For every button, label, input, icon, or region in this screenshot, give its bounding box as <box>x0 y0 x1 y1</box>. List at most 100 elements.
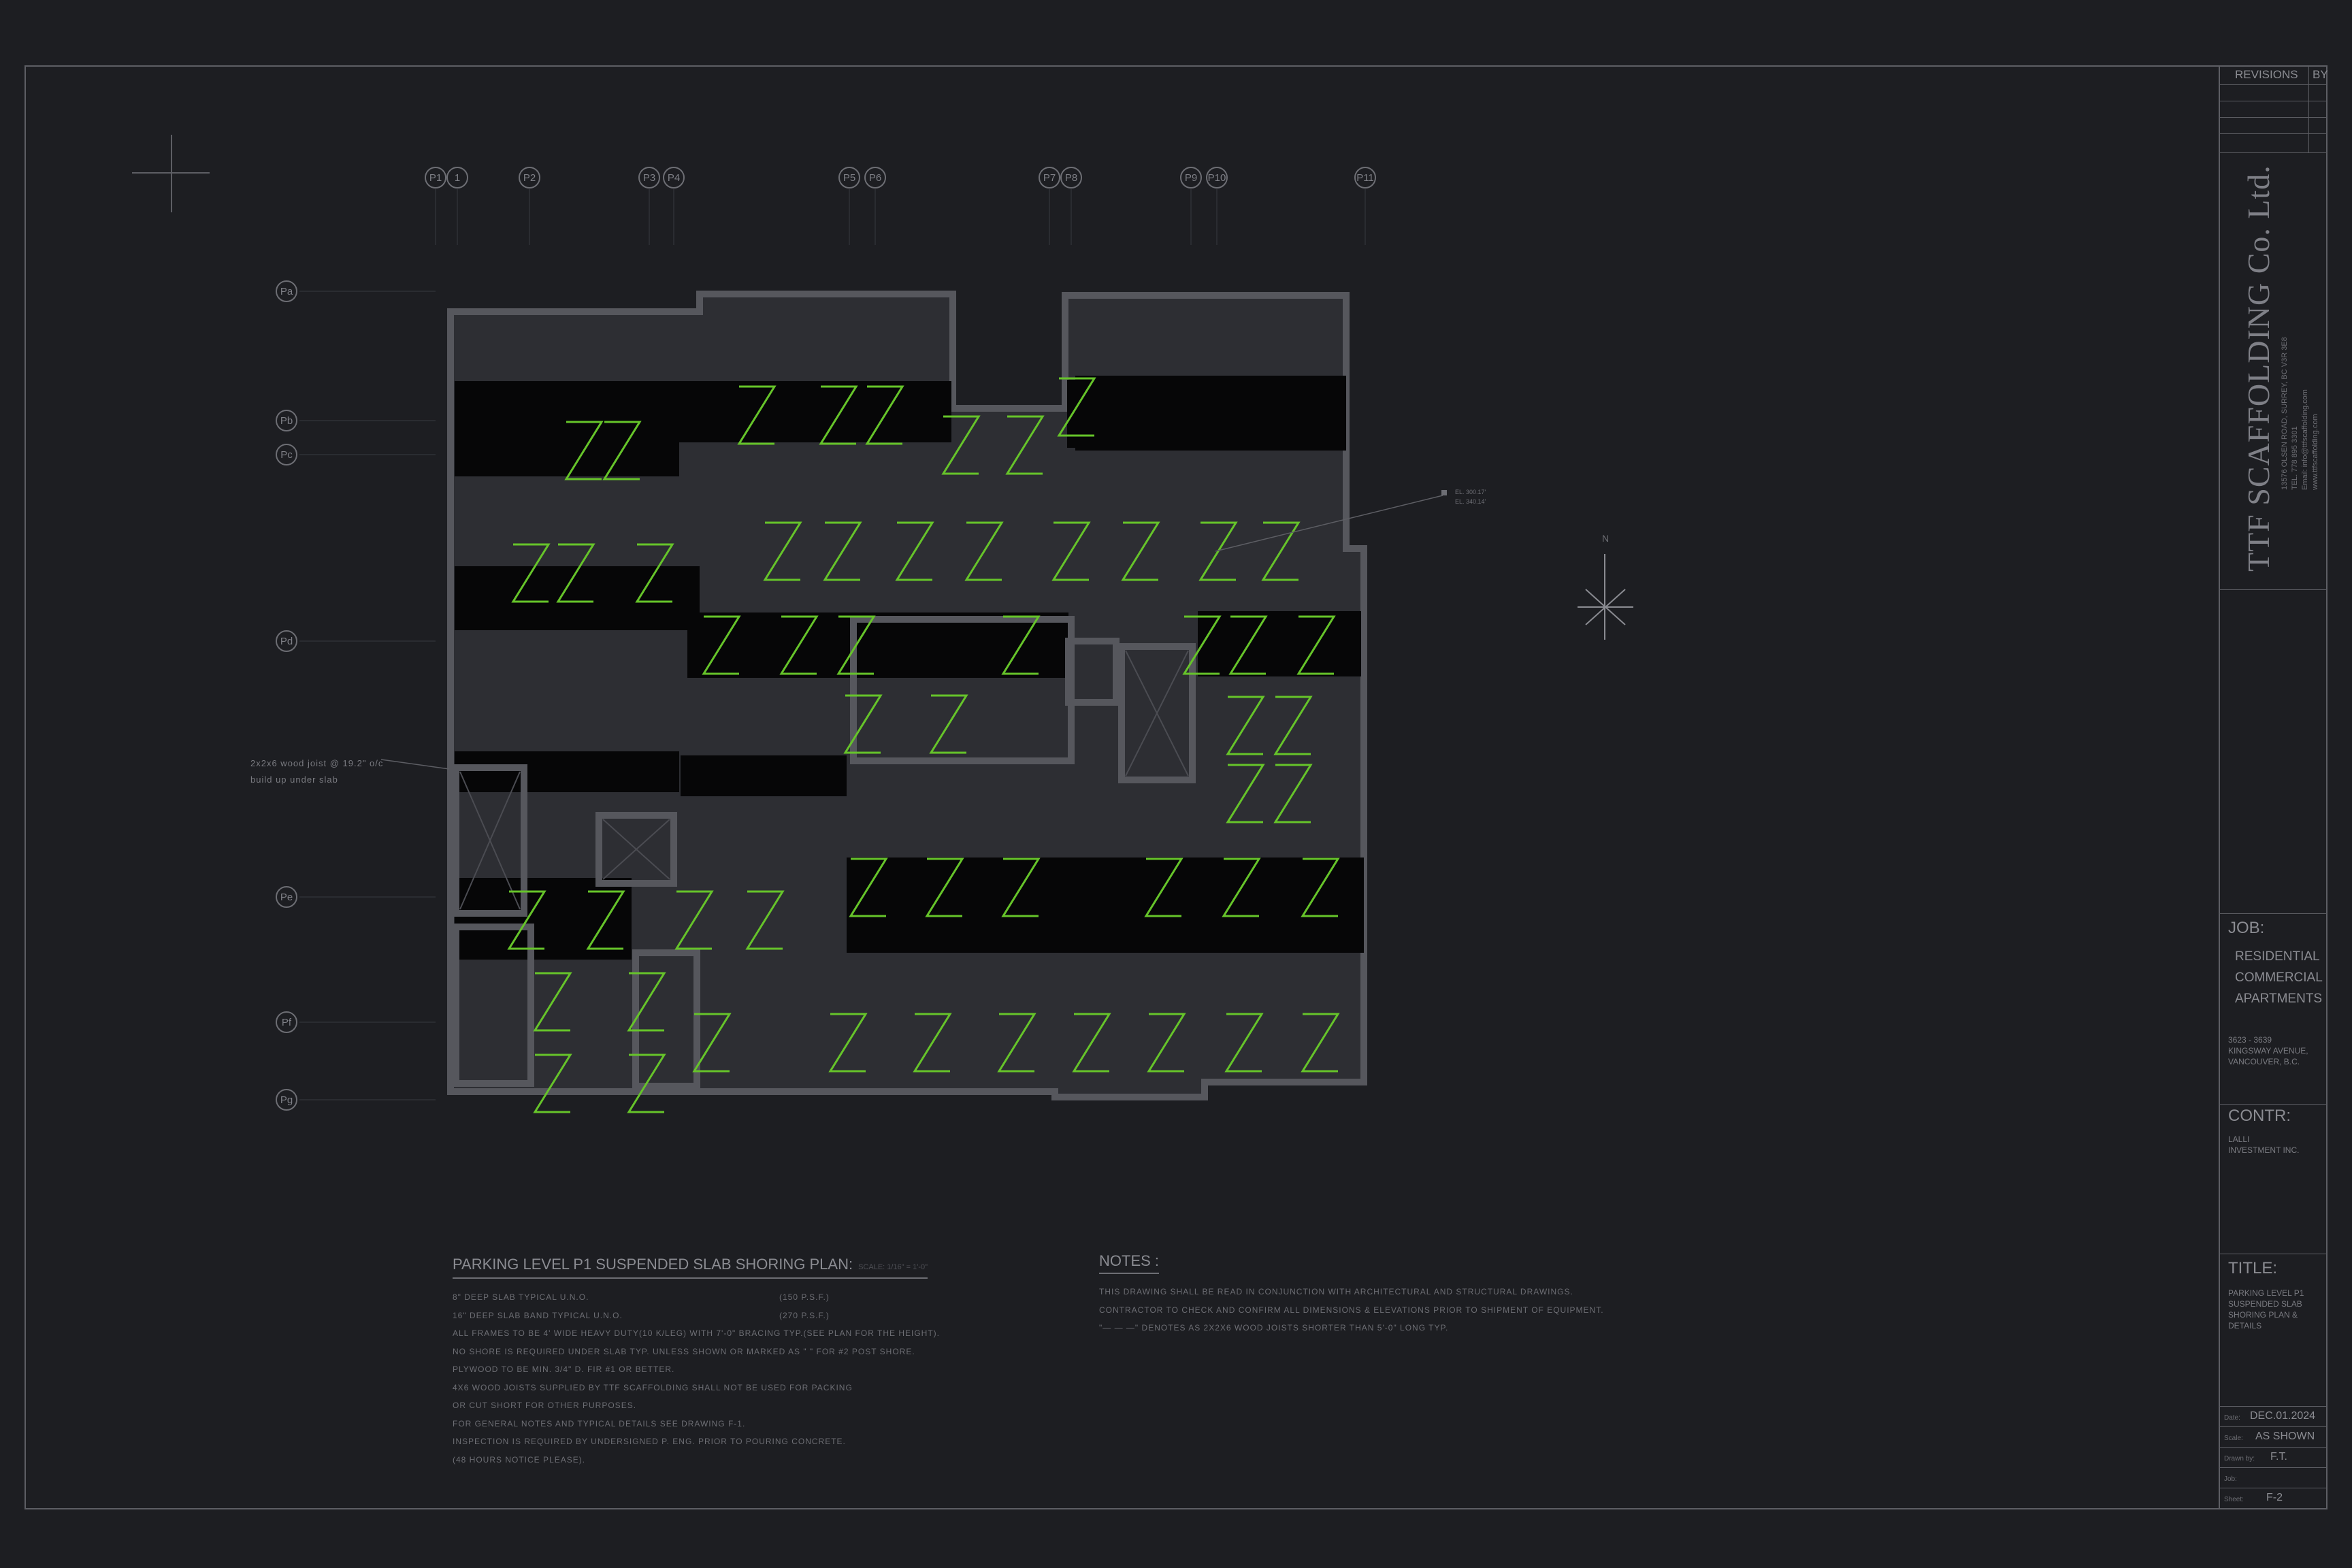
plan-scale: SCALE: 1/16" = 1'-0" <box>858 1263 928 1271</box>
note-value: (150 P.S.F.) <box>779 1292 830 1302</box>
slab-band <box>455 751 679 792</box>
shoring-z <box>1301 858 1340 917</box>
shoring-z <box>1182 615 1222 675</box>
note-line: "— — —" DENOTES AS 2X2X6 WOOD JOISTS SHO… <box>1099 1323 1449 1333</box>
grid-bubble-row <box>276 886 297 908</box>
tb-divider <box>2220 1467 2328 1468</box>
tb-divider <box>2220 913 2328 914</box>
grid-label: Pc <box>280 449 293 461</box>
shoring-z <box>1121 521 1160 581</box>
grid-label: Pb <box>280 415 293 427</box>
shoring-z <box>849 858 888 917</box>
site-line: VANCOUVER, B.C. <box>2228 1057 2300 1066</box>
grid-label: P1 <box>429 172 442 184</box>
site-address: 3623 - 3639 KINGSWAY AVENUE, VANCOUVER, … <box>2228 1034 2308 1067</box>
note-text: (48 HOURS NOTICE PLEASE). <box>453 1454 586 1465</box>
grid-label: Pa <box>280 286 293 297</box>
contr-label: CONTR: <box>2228 1107 2291 1125</box>
note-line: 4X6 WOOD JOISTS SUPPLIED BY TTF SCAFFOLD… <box>453 1379 940 1397</box>
notes-heading: NOTES : <box>1099 1252 1160 1274</box>
grid-bubble-col <box>663 167 685 189</box>
job-no-label: Job: <box>2224 1475 2237 1483</box>
shoring-z <box>913 1013 952 1073</box>
north-label: N <box>1602 533 1609 544</box>
elevation-text: EL. 300.17' <box>1455 489 1486 495</box>
sheet-title: PARKING LEVEL P1 SUSPENDED SLAB SHORING … <box>2228 1288 2304 1331</box>
note-text: 4X6 WOOD JOISTS SUPPLIED BY TTF SCAFFOLD… <box>453 1382 853 1392</box>
note-line: ALL FRAMES TO BE 4' WIDE HEAVY DUTY(10 K… <box>453 1324 940 1343</box>
shoring-z <box>823 521 862 581</box>
shoring-z <box>1001 858 1041 917</box>
grid-label: P8 <box>1065 172 1077 184</box>
contractor: LALLI INVESTMENT INC. <box>2228 1134 2299 1156</box>
note-line: INSPECTION IS REQUIRED BY UNDERSIGNED P.… <box>453 1433 940 1451</box>
grid-label: P6 <box>869 172 881 184</box>
joist-annotation: 2x2x6 wood joist @ 19.2" o/c build up un… <box>250 755 383 788</box>
note-line: CONTRACTOR TO CHECK AND CONFIRM ALL DIME… <box>1099 1305 1604 1315</box>
title-line: DETAILS <box>2228 1321 2262 1330</box>
shoring-z <box>1273 764 1313 823</box>
grid-bubble-row <box>276 1011 297 1033</box>
stair-shaft <box>453 764 527 917</box>
title-block: REVISIONS BY JOB: RESIDENTIAL COMMERCIAL… <box>2219 65 2328 1509</box>
shoring-z <box>737 385 777 445</box>
note-line: THIS DRAWING SHALL BE READ IN CONJUNCTIO… <box>1099 1287 1573 1296</box>
job-line: APARTMENTS <box>2235 992 2323 1006</box>
drawn-label: Drawn by: <box>2224 1455 2255 1463</box>
job-line: COMMERCIAL <box>2235 970 2323 985</box>
shoring-z <box>692 1013 732 1073</box>
grid-bubble-col <box>425 167 446 189</box>
grid-bubble-col <box>1180 167 1202 189</box>
shoring-z <box>1261 521 1301 581</box>
job-label: JOB: <box>2228 919 2265 937</box>
title-label: TITLE: <box>2228 1259 2278 1277</box>
annotation-line: build up under slab <box>250 774 338 785</box>
shoring-z <box>627 972 666 1032</box>
elevator-shaft <box>1118 643 1196 783</box>
shoring-z <box>1147 1013 1186 1073</box>
shoring-z <box>941 415 981 475</box>
grid-bubble-row <box>276 410 297 431</box>
note-value: (270 P.S.F.) <box>779 1310 830 1320</box>
shoring-z <box>1051 521 1091 581</box>
shoring-z <box>925 858 964 917</box>
elevation-text: EL. 340.14' <box>1455 498 1486 505</box>
shoring-z <box>929 694 968 754</box>
shoring-z <box>819 385 858 445</box>
shoring-z <box>602 421 642 480</box>
grid-bubble-col <box>1354 167 1376 189</box>
grid-label: P11 <box>1356 172 1374 184</box>
grid-label: P10 <box>1208 172 1226 184</box>
shoring-z <box>533 972 572 1032</box>
shoring-z <box>702 615 741 675</box>
elevator-shaft <box>595 812 677 887</box>
contr-line: INVESTMENT INC. <box>2228 1145 2300 1155</box>
site-line: KINGSWAY AVENUE, <box>2228 1046 2308 1056</box>
note-text: OR CUT SHORT FOR OTHER PURPOSES. <box>453 1401 637 1410</box>
note-text: INSPECTION IS REQUIRED BY UNDERSIGNED P.… <box>453 1437 846 1446</box>
note-text: ALL FRAMES TO BE 4' WIDE HEAVY DUTY(10 K… <box>453 1328 940 1338</box>
shoring-z <box>997 1013 1036 1073</box>
revisions-divider <box>2308 65 2309 152</box>
grid-label: P9 <box>1185 172 1197 184</box>
note-line: FOR GENERAL NOTES AND TYPICAL DETAILS SE… <box>453 1415 940 1433</box>
shoring-z <box>1226 764 1265 823</box>
notes: THIS DRAWING SHALL BE READ IN CONJUNCTIO… <box>1099 1283 1604 1337</box>
grid-bubble-row <box>276 280 297 302</box>
shoring-z <box>1072 1013 1111 1073</box>
slab-band <box>687 612 1068 678</box>
grid-bubble-col <box>864 167 886 189</box>
shoring-z <box>1222 858 1261 917</box>
revision-row <box>2220 133 2328 134</box>
shoring-z <box>635 543 674 603</box>
slab-band <box>455 566 700 630</box>
annotation-leader <box>380 759 450 770</box>
shoring-z <box>586 890 625 950</box>
note-text: PLYWOOD TO BE MIN. 3/4" D. FIR #1 OR BET… <box>453 1365 675 1374</box>
tb-divider <box>2220 1426 2328 1427</box>
revisions-label: REVISIONS <box>2235 68 2298 81</box>
scale-label: Scale: <box>2224 1435 2243 1442</box>
grid-bubble-col <box>446 167 468 189</box>
tb-divider <box>2220 589 2328 590</box>
